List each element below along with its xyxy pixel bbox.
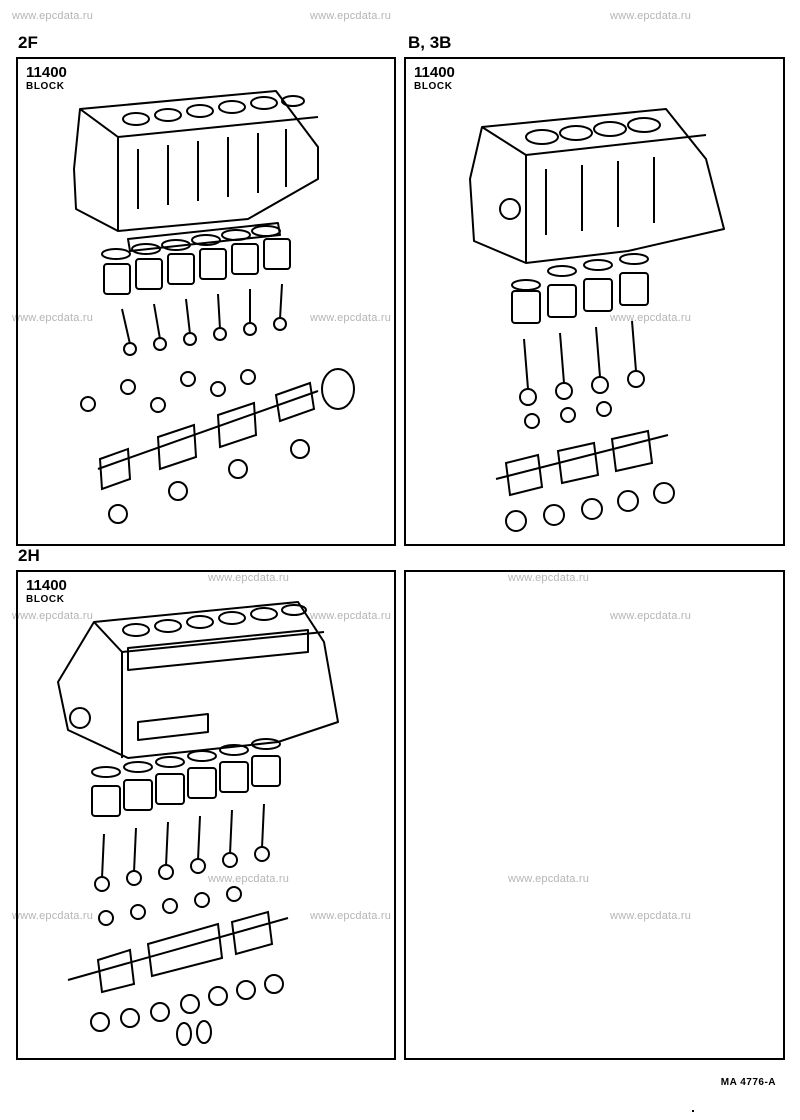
- watermark-text: www.epcdata.ru: [12, 610, 94, 622]
- panel-b-3b: 11400 BLOCK: [404, 57, 785, 546]
- watermark-text: www.epcdata.ru: [208, 873, 290, 885]
- part-name: BLOCK: [26, 81, 65, 92]
- part-number: 11400: [414, 64, 455, 81]
- watermark-text: www.epcdata.ru: [610, 312, 692, 324]
- engine-block-exploded-drawing: [73, 90, 355, 524]
- part-number: 11400: [26, 64, 67, 81]
- panel-2f: 11400 BLOCK: [16, 57, 396, 546]
- watermark-text: www.epcdata.ru: [610, 610, 692, 622]
- watermark-text: www.epcdata.ru: [310, 312, 392, 324]
- figure-reference: MA 4776-A: [720, 1077, 776, 1088]
- watermark-text: www.epcdata.ru: [508, 873, 590, 885]
- engine-label-2h: 2H: [18, 546, 40, 565]
- engine-block-exploded-drawing: [469, 108, 725, 532]
- print-mark: [692, 1110, 694, 1112]
- watermark-text: www.epcdata.ru: [610, 910, 692, 922]
- panel-empty: [404, 570, 785, 1060]
- part-name: BLOCK: [26, 594, 65, 605]
- watermark-text: www.epcdata.ru: [12, 910, 94, 922]
- part-name: BLOCK: [414, 81, 453, 92]
- watermark-text: www.epcdata.ru: [508, 572, 590, 584]
- engine-label-2f: 2F: [18, 33, 38, 52]
- watermark-text: www.epcdata.ru: [12, 10, 94, 22]
- watermark-text: www.epcdata.ru: [310, 610, 392, 622]
- engine-block-exploded-drawing: [57, 601, 339, 1046]
- watermark-text: www.epcdata.ru: [610, 10, 692, 22]
- watermark-text: www.epcdata.ru: [310, 10, 392, 22]
- watermark-text: www.epcdata.ru: [12, 312, 94, 324]
- watermark-text: www.epcdata.ru: [208, 572, 290, 584]
- panel-2h: 11400 BLOCK: [16, 570, 396, 1060]
- watermark-text: www.epcdata.ru: [310, 910, 392, 922]
- part-number: 11400: [26, 577, 67, 594]
- engine-label-b-3b: B, 3B: [408, 33, 452, 52]
